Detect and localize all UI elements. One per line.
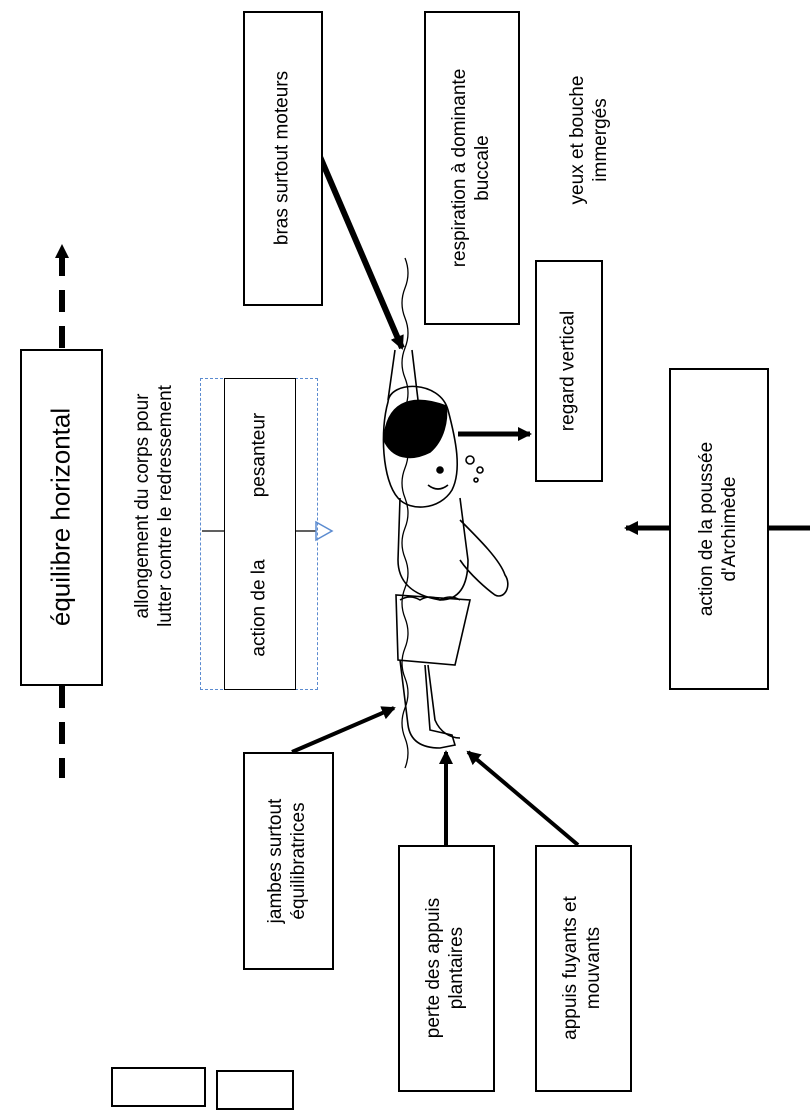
subtitle-line-1: allongement du corps pour (132, 393, 154, 619)
subtitle-line-2: lutter contre le redressement (155, 385, 176, 627)
page-title: équilibre horizontal (45, 407, 76, 627)
eyes-label: yeux et bouche immergés (567, 76, 613, 205)
breathing-line-1: respiration à dominante (449, 68, 471, 268)
cut-off-box-2 (216, 1070, 294, 1110)
plantar-label: perte des appuis plantaires (423, 898, 469, 1039)
arms-label: bras surtout moteurs (271, 70, 293, 246)
subtitle: allongement du corps pour lutter contre … (132, 385, 178, 627)
gravity-label-box (224, 378, 296, 690)
breathing-label: respiration à dominante buccale (449, 69, 495, 268)
archimedes-line-2: d'Archimède (719, 476, 740, 582)
supports-line-1: appuis fuyants et (560, 896, 582, 1040)
cut-off-box-1 (111, 1067, 206, 1107)
legs-arrow (291, 706, 396, 754)
breathing-label-box (424, 11, 520, 325)
swimmer-figure (382, 349, 509, 749)
water-surface (401, 257, 409, 769)
gaze-label-box (535, 260, 603, 482)
supports-arrow (466, 750, 580, 847)
archimedes-label-box (669, 368, 769, 690)
title-box (20, 349, 103, 686)
archimedes-line-1: action de la poussée (696, 441, 718, 617)
arm-arrow (315, 150, 405, 350)
plantar-line-2: plantaires (446, 926, 467, 1010)
supports-line-2: mouvants (583, 926, 604, 1010)
legs-label: jambes surtout équilibratrices (265, 799, 311, 924)
supports-label: appuis fuyants et mouvants (560, 896, 606, 1040)
plantar-line-1: perte des appuis (423, 897, 445, 1039)
supports-label-box (535, 845, 632, 1092)
eyes-line-2: immergés (590, 98, 611, 182)
plantar-label-box (398, 845, 495, 1092)
eyes-line-1: yeux et bouche (567, 75, 589, 205)
legs-line-1: jambes surtout (265, 798, 287, 924)
legs-line-2: équilibratrices (288, 802, 309, 920)
legs-label-box (243, 752, 334, 970)
gaze-label: regard vertical (557, 310, 579, 432)
gravity-arrowhead (315, 520, 334, 542)
archimedes-label: action de la poussée d'Archimède (696, 442, 742, 616)
gravity-label-left: action de la (248, 559, 270, 657)
breathing-line-2: buccale (472, 135, 493, 201)
gravity-label-right: pesanteur (248, 412, 270, 498)
arms-label-box (243, 11, 323, 306)
